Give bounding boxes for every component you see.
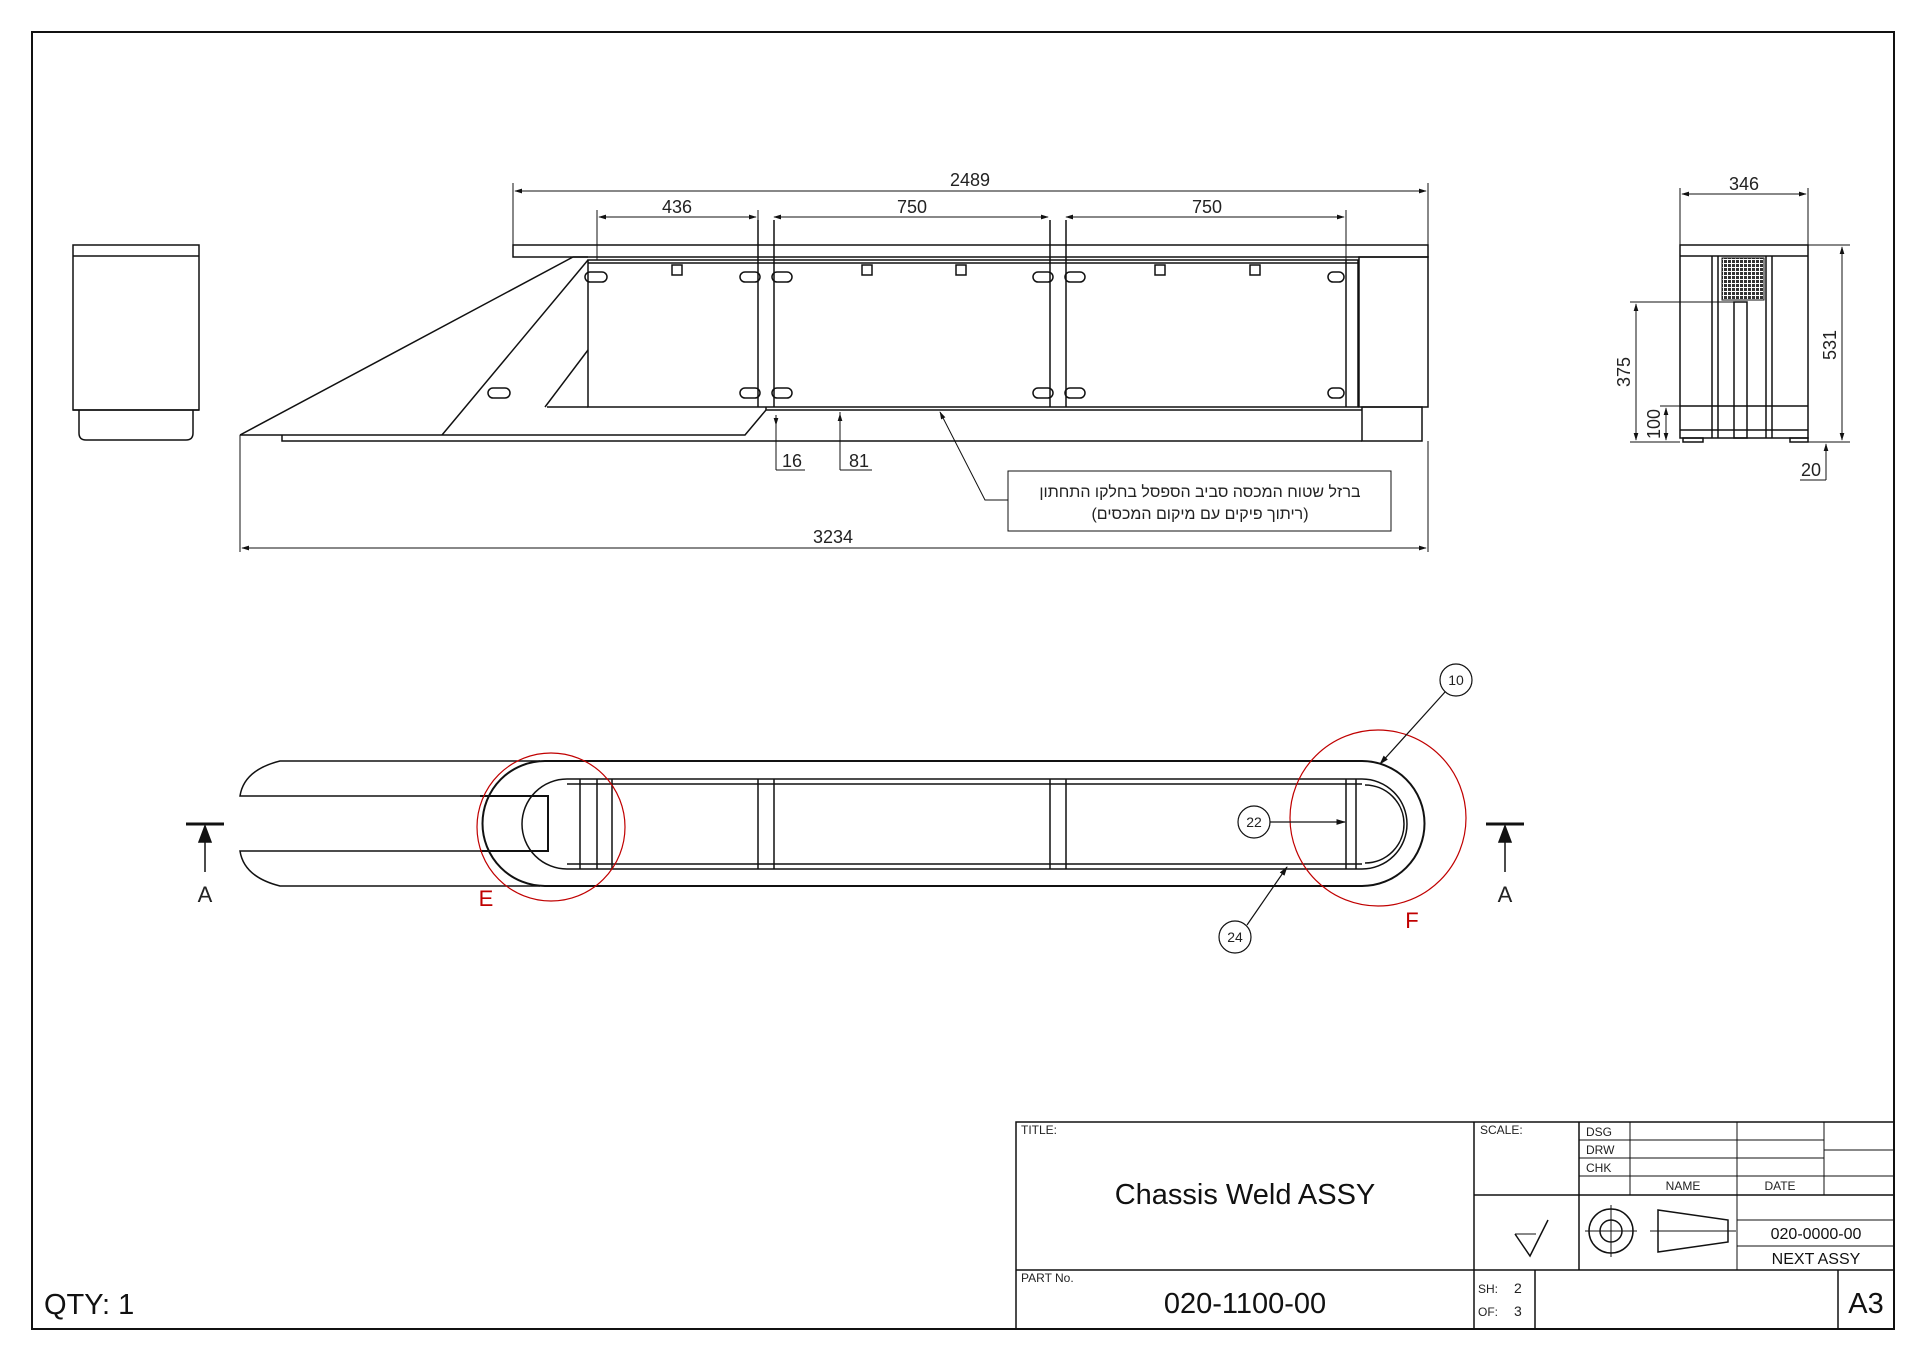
scale-label: SCALE: — [1480, 1123, 1523, 1137]
next-assy-label: NEXT ASSY — [1772, 1251, 1861, 1268]
title-block — [1015, 1121, 1895, 1330]
detail-circle-f — [1289, 729, 1467, 907]
dim-3234: 3234 — [813, 527, 853, 547]
name-column: NAME — [1666, 1179, 1701, 1193]
part-number: 020-1100-00 — [1164, 1288, 1326, 1320]
balloon-10 — [1439, 663, 1473, 697]
dim-436: 436 — [662, 197, 692, 217]
balloon-24-text: 24 — [1227, 929, 1243, 945]
title-label: TITLE: — [1021, 1123, 1057, 1137]
balloon-24 — [1218, 920, 1252, 954]
left-end-view — [72, 244, 200, 441]
of-label: OF: — [1478, 1305, 1498, 1319]
drawing-title: Chassis Weld ASSY — [1115, 1179, 1376, 1211]
balloon-22-text: 22 — [1246, 814, 1262, 830]
section-markers — [186, 822, 1524, 872]
dim-750-b: 750 — [1192, 197, 1222, 217]
sheet-value: 2 — [1514, 1280, 1522, 1296]
dim-750-a: 750 — [897, 197, 927, 217]
dim-100: 100 — [1644, 409, 1664, 439]
right-end-view-dimension-text: 346 531 375 100 20 — [1614, 174, 1840, 480]
part-label: PART No. — [1021, 1271, 1074, 1285]
note-line-1: ברזל שטוח המכסה סביב הספסל בחלקו התחתון — [1039, 483, 1361, 501]
sheet-border — [31, 31, 1895, 1330]
note-line-2: (ריתוך פיקים עם מיקום המכסים) — [1091, 506, 1308, 523]
detail-circle-e — [476, 752, 626, 902]
dim-2489: 2489 — [950, 170, 990, 190]
chk-label: CHK — [1586, 1161, 1611, 1175]
detail-circles — [476, 729, 1467, 907]
dsg-label: DSG — [1586, 1125, 1612, 1139]
next-assy-number: 020-0000-00 — [1771, 1226, 1862, 1243]
detail-label-e: E — [479, 886, 494, 911]
side-view-dimension-text: 2489 436 750 750 16 81 3234 ברזל שטוח המ… — [662, 170, 1361, 547]
right-end-view-dimensions — [1630, 188, 1850, 481]
dim-16: 16 — [782, 451, 802, 471]
side-view — [239, 220, 1429, 442]
drw-label: DRW — [1586, 1143, 1615, 1157]
date-column: DATE — [1764, 1179, 1795, 1193]
dim-346: 346 — [1729, 174, 1759, 194]
of-value: 3 — [1514, 1303, 1522, 1319]
right-end-view — [1679, 244, 1809, 443]
side-view-dimensions — [239, 183, 1429, 552]
balloons — [1218, 663, 1473, 954]
dim-375: 375 — [1614, 357, 1634, 387]
dim-20: 20 — [1801, 460, 1821, 480]
qty-label: QTY: 1 — [44, 1289, 134, 1321]
sheet-label: SH: — [1478, 1282, 1498, 1296]
sheet-size: A3 — [1848, 1288, 1883, 1320]
title-block-text: TITLE: Chassis Weld ASSY SCALE: PART No.… — [1021, 1123, 1884, 1320]
dim-531: 531 — [1820, 330, 1840, 360]
plan-view — [239, 760, 1426, 887]
detail-label-f: F — [1405, 908, 1418, 933]
section-label-right: A — [1498, 882, 1513, 907]
dim-81: 81 — [849, 451, 869, 471]
section-label-left: A — [198, 882, 213, 907]
balloon-10-text: 10 — [1448, 672, 1464, 688]
